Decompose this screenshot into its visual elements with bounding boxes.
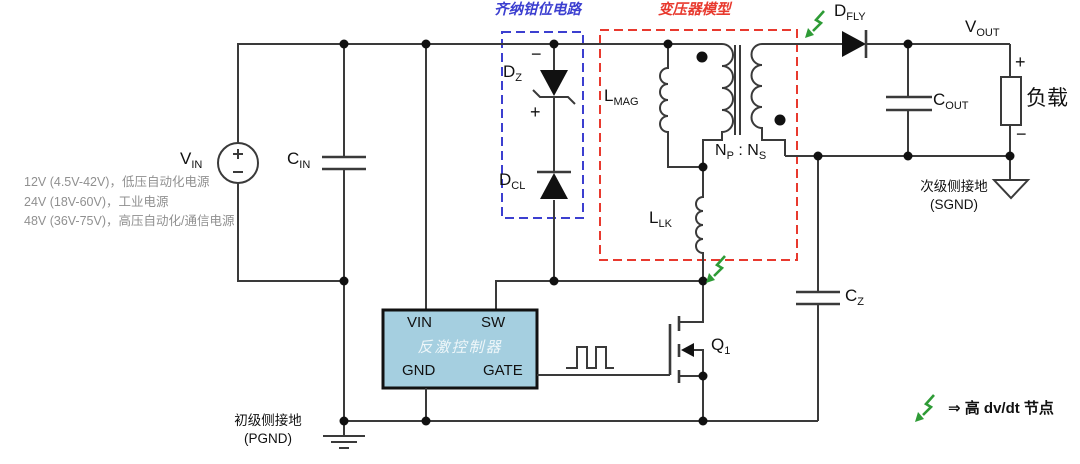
controller-pin-sw: SW [481, 314, 506, 331]
cz-label: CZ [845, 286, 865, 308]
controller-pin-gnd: GND [402, 362, 436, 379]
load-plus-sign: + [1015, 52, 1026, 72]
pgnd-label: 初级侧接地(PGND) [234, 413, 302, 446]
supply-note-12v: 12V (4.5V-42V)，低压自动化电源 [24, 175, 210, 189]
high-dvdt-legend: ⇒ 高 dv/dt 节点 [948, 400, 1054, 417]
cin-label: CIN [287, 149, 311, 171]
cz-capacitor-plates [796, 290, 840, 306]
load-resistor-symbol [1000, 76, 1022, 126]
sgnd-label: 次级侧接地(SGND) [920, 179, 988, 212]
llk-coil [695, 167, 704, 281]
dz-plus-sign: + [530, 102, 541, 122]
dz-label: DZ [503, 62, 523, 84]
cout-capacitor-plates [886, 95, 932, 112]
dvdt-arrow-dfly [803, 9, 826, 40]
controller-title: 反激控制器 [417, 339, 503, 356]
controller-pin-vin: VIN [407, 314, 433, 331]
transformer-core [734, 45, 741, 135]
flyback-controller-block [381, 308, 539, 390]
cout-label: COUT [933, 90, 969, 112]
dvdt-arrow-legend [913, 393, 936, 424]
turns-ratio-label: NP : NS [715, 142, 767, 162]
vin-return-wire [237, 183, 344, 282]
sgnd-symbol [991, 179, 1031, 200]
vout-label: VOUT [965, 17, 1000, 39]
dz-cathode-bar [532, 89, 576, 105]
dz-zener-diode [540, 70, 568, 96]
dcl-diode [540, 173, 568, 199]
dfly-label: DFLY [834, 1, 866, 23]
q1-source-wire [679, 349, 704, 421]
transformer-model-box [599, 29, 798, 261]
q1-drain-wire [679, 281, 704, 323]
zener-clamp-title: 齐纳钳位电路 [494, 2, 581, 18]
dz-minus-sign: − [531, 44, 542, 64]
load-label: 负载 [1026, 87, 1068, 110]
zener-clamp-box [501, 31, 584, 219]
q1-label: Q1 [711, 335, 731, 357]
load-minus-sign: − [1016, 124, 1027, 144]
gate-pulse-waveform-icon [566, 346, 614, 369]
controller-pin-gate: GATE [483, 362, 523, 379]
dcl-label: DCL [499, 170, 526, 192]
q1-body-arrow [681, 343, 694, 357]
dfly-diode [842, 31, 866, 57]
winding-polarity-dots [696, 51, 786, 126]
secondary-winding-coil [750, 43, 786, 156]
llk-label: LLK [649, 208, 672, 230]
transformer-model-title: 变压器模型 [658, 2, 731, 18]
vin-label: VIN [180, 149, 203, 171]
cin-capacitor-plates [322, 155, 366, 171]
lmag-label: LMAG [604, 86, 639, 108]
primary-winding-coil [702, 43, 734, 167]
junction-dots [339, 39, 1015, 426]
top-rail-wire [237, 43, 722, 143]
lmag-coil [659, 44, 703, 168]
supply-note-24v: 24V (18V-60V)，工业电源 [24, 195, 169, 209]
pgnd-symbol [323, 421, 365, 449]
vin-source-polarity [233, 149, 243, 173]
supply-note-48v: 48V (36V-75V)，高压自动化/通信电源 [24, 214, 235, 228]
controller-sw-wire [495, 280, 703, 310]
